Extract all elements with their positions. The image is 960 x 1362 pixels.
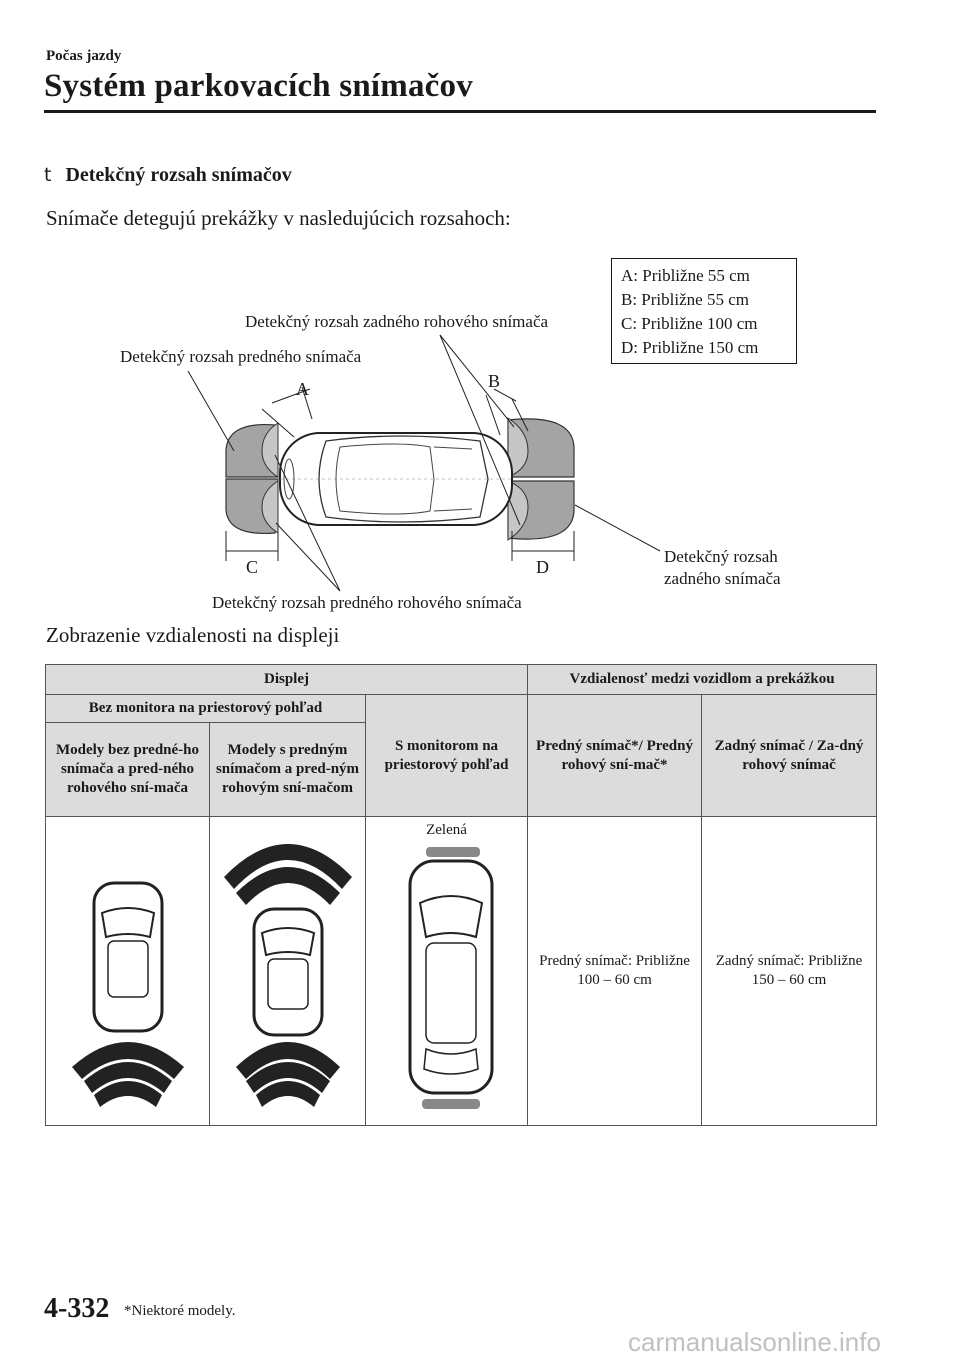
intro-text: Snímače detegujú prekážky v nasledujúcic… (46, 206, 511, 230)
subsection-title: Detekčný rozsah snímačov (65, 164, 292, 186)
car-monitor-display (408, 847, 494, 1109)
page-number: 4-332 (44, 1293, 110, 1324)
distance-display-table: Displej Vzdialenosť medzi vozidlom a pre… (44, 664, 878, 1126)
footnote: *Niektoré modely. (124, 1303, 236, 1319)
header-rear-sensor: Zadný snímač / Za-dný rohový snímač (701, 694, 878, 817)
marker-d: D (536, 557, 549, 577)
header-front-sensor: Predný snímač*/ Predný rohový sní-mač* (527, 694, 703, 817)
rear-sensor-distance: Zadný snímač: Približne 150 – 60 cm (701, 816, 878, 1126)
label-rear-sensor-range-line1: Detekčný rozsah (664, 547, 778, 566)
header-without-monitor: Bez monitora na priestorový pohľad (45, 694, 366, 723)
display-rear-only (45, 816, 210, 1126)
display-heading: Zobrazenie vzdialenosti na displeji (46, 623, 340, 647)
title-rule (44, 110, 876, 113)
marker-a: A (296, 379, 309, 399)
sensor-range-diagram: Detekčný rozsah zadného rohového snímača… (100, 255, 820, 620)
car-top-view-illustration (187, 334, 661, 592)
display-with-monitor: Zelená (364, 816, 529, 1126)
display-front-and-rear (209, 816, 366, 1126)
page-title: Systém parkovacích snímačov (44, 68, 473, 104)
label-front-sensor-range: Detekčný rozsah predného snímača (120, 347, 362, 366)
car-rear-sensor-display (72, 881, 184, 1107)
header-display: Displej (44, 664, 529, 695)
header-models-with-front: Modely s predným snímačom a pred-ným roh… (209, 722, 366, 817)
section-label: Počas jazdy (46, 48, 122, 64)
legend-b: B: Približne 55 cm (621, 290, 749, 309)
color-label-green: Zelená (426, 822, 467, 838)
car-front-rear-sensor-display (224, 844, 352, 1107)
marker-c: C (246, 557, 259, 577)
label-rear-sensor-range-line2: zadného snímača (664, 569, 781, 588)
legend-a: A: Približne 55 cm (621, 266, 750, 285)
header-distance: Vzdialenosť medzi vozidlom a prekážkou (527, 664, 878, 695)
header-models-without-front: Modely bez predné-ho snímača a pred-ného… (45, 722, 210, 817)
legend-d: D: Približne 150 cm (621, 338, 759, 357)
label-front-corner-range-bottom: Detekčný rozsah predného rohového snímač… (212, 593, 522, 612)
marker-b: B (488, 371, 501, 391)
subsection-heading: t Detekčný rozsah snímačov (44, 164, 292, 187)
front-sensor-distance: Predný snímač: Približne 100 – 60 cm (527, 816, 703, 1126)
bullet-icon: t (44, 164, 52, 186)
watermark: carmanualsonline.info (628, 1327, 881, 1357)
label-rear-corner-range-top: Detekčný rozsah zadného rohového snímača (245, 312, 549, 331)
header-with-monitor: S monitorom na priestorový pohľad (364, 694, 529, 817)
distance-legend: A: Približne 55 cm B: Približne 55 cm C:… (611, 258, 797, 364)
legend-c: C: Približne 100 cm (621, 314, 758, 333)
